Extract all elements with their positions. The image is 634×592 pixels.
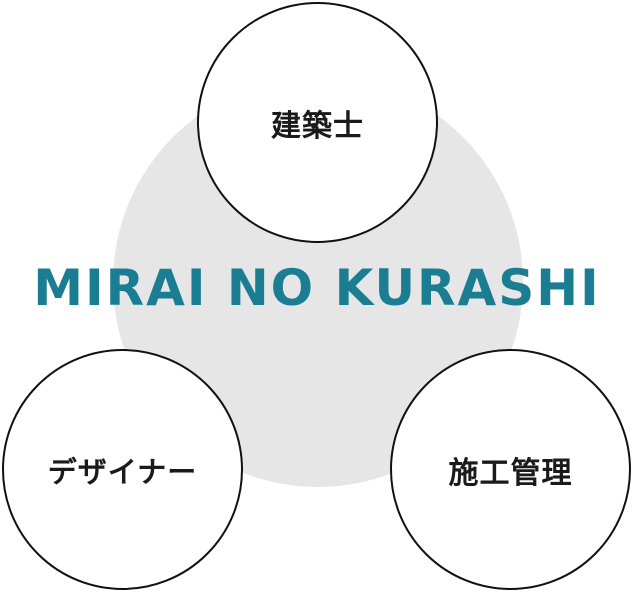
brand-text: MIRAI NO KURASHI — [33, 259, 601, 317]
role-circle-construction-management: 施工管理 — [390, 349, 631, 590]
role-label-designer: デザイナー — [47, 454, 198, 489]
brand-wordmark: MIRAI NO KURASHI — [0, 258, 634, 318]
role-circle-designer: デザイナー — [2, 349, 243, 590]
role-label-architect: 建築士 — [271, 108, 364, 144]
role-circle-architect: 建築士 — [197, 2, 438, 243]
role-label-construction-management: 施工管理 — [448, 455, 573, 491]
